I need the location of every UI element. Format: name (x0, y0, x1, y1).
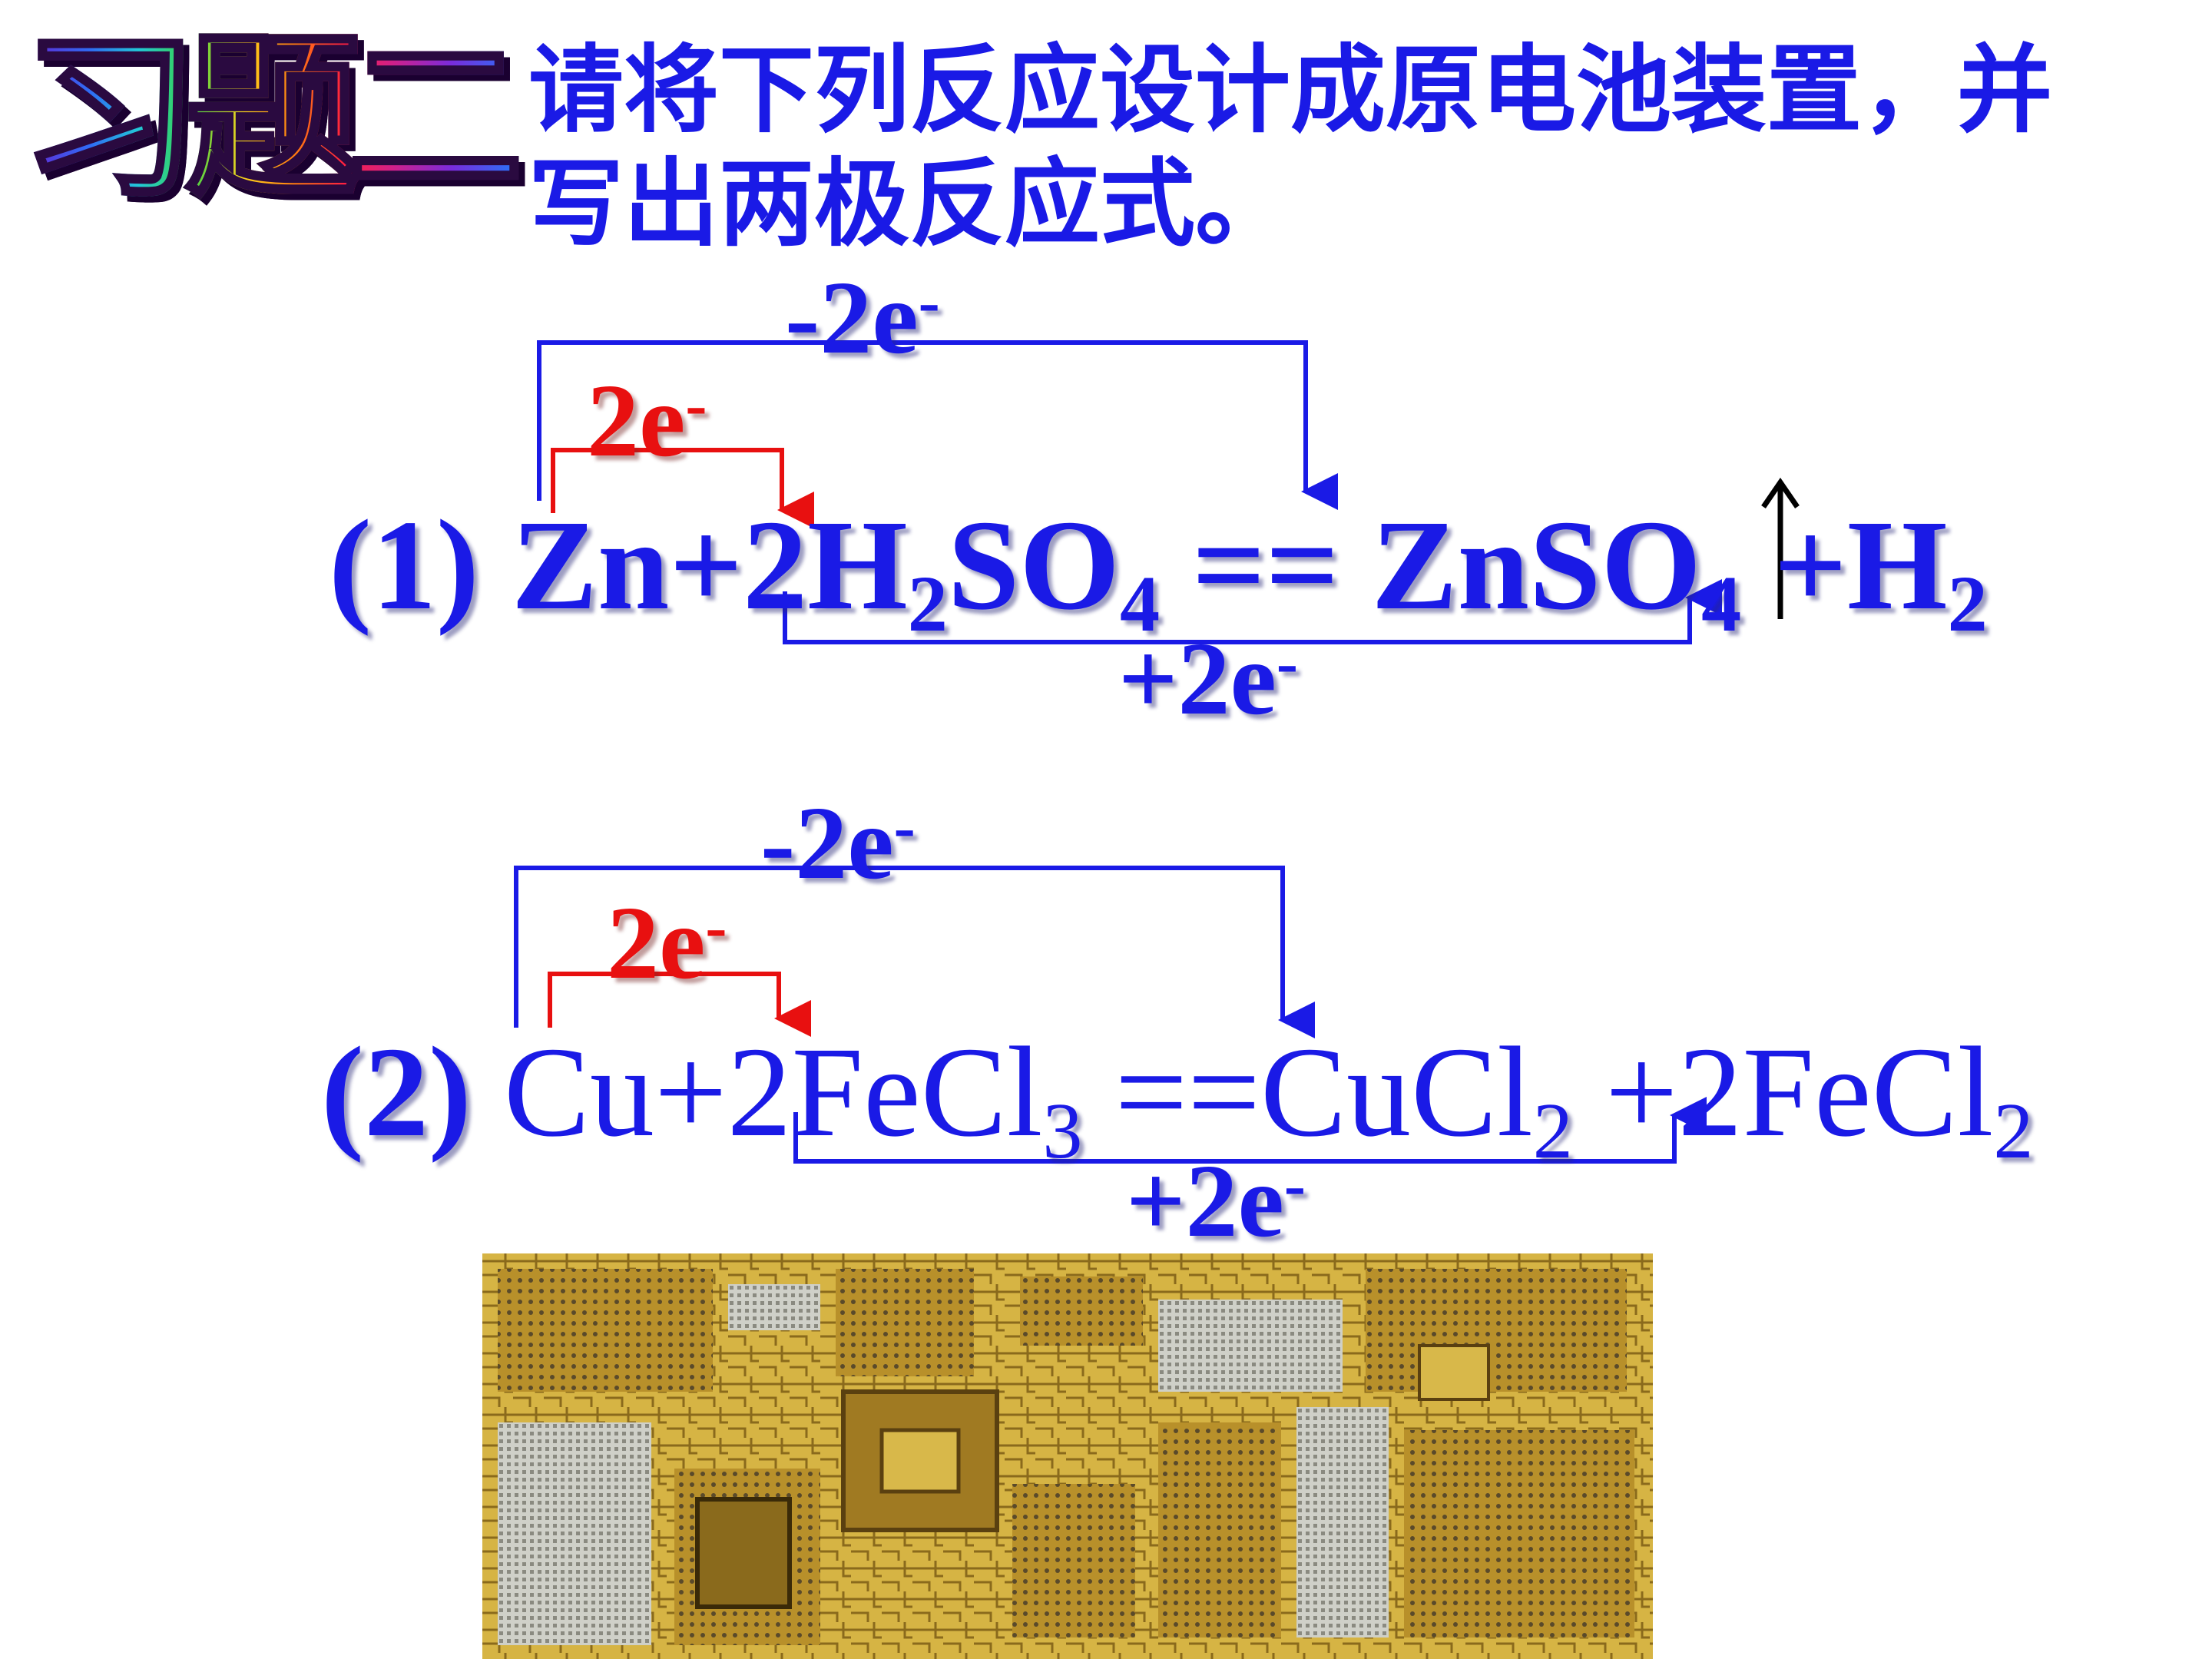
r1-bottom-label: +2e- (1118, 621, 1298, 737)
r2-blue-top-bracket (514, 866, 1315, 1038)
r1-blue-bottom-bracket (783, 579, 1722, 644)
title-logo: 习题二 (19, 16, 525, 221)
r1-number: (1) (329, 494, 479, 637)
r1-top-blue-label: -2e- (785, 260, 940, 376)
circuit-board-drawing (482, 1253, 1653, 1659)
r1-equation: (1) Zn+2H2SO4 == ZnSO4 +H2 (329, 494, 1988, 649)
r2-number: (2) (321, 1021, 472, 1164)
r1-top-red-label: 2e- (587, 363, 707, 478)
r2-bottom-label: +2e- (1126, 1144, 1306, 1259)
r2-red-bracket (548, 972, 811, 1037)
r1-gas-arrow-head (1761, 477, 1800, 508)
r1-red-bracket (551, 448, 814, 528)
r2-top-blue-label: -2e- (760, 786, 916, 901)
circuit-board-image (482, 1253, 1653, 1659)
r1-blue-top-bracket (537, 340, 1338, 510)
r2-top-red-label: 2e- (607, 886, 727, 1001)
question-text: 请将下列反应设计成原电池装置，并 写出两极反应式。 (528, 34, 2052, 261)
question-line-2: 写出两极反应式。 (528, 149, 1291, 260)
question-line-1: 请将下列反应设计成原电池装置，并 (528, 35, 2053, 146)
r2-equation: (2) Cu+2FeCl3 ==CuCl2 +2FeCl2 (321, 1021, 2034, 1176)
r2-blue-bottom-bracket (793, 1097, 1707, 1164)
